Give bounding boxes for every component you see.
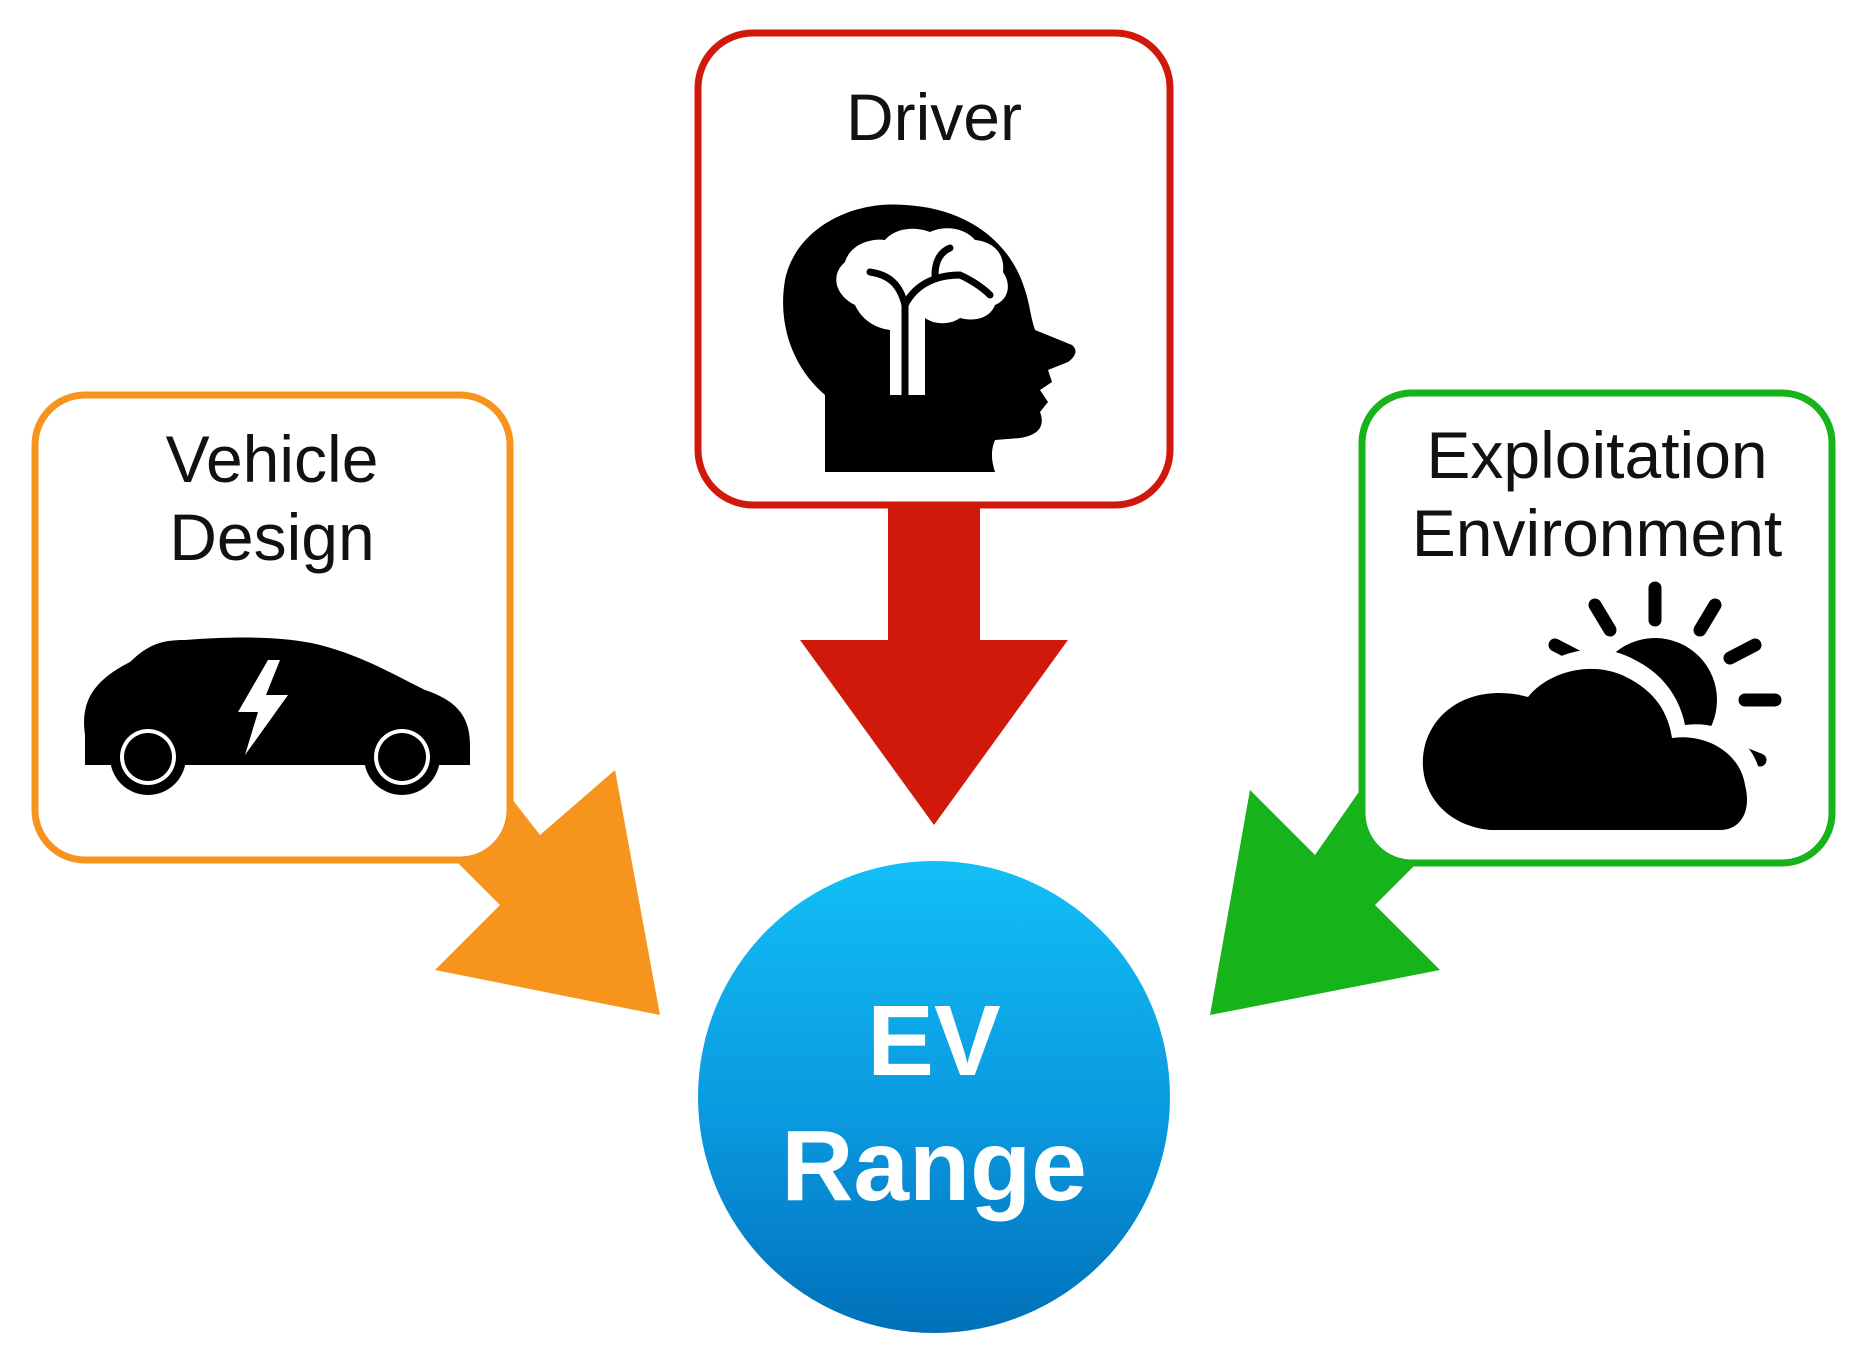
vehicle-design-label-line2: Design xyxy=(169,500,374,574)
ev-range-label-line1: EV xyxy=(867,985,1001,1097)
ev-range-node: EV Range xyxy=(698,861,1170,1333)
vehicle-design-label-line1: Vehicle xyxy=(166,422,379,496)
exploitation-environment-label-line2: Environment xyxy=(1412,496,1783,570)
driver-node: Driver xyxy=(694,29,1174,509)
sun-cloud-icon xyxy=(1415,581,1782,830)
ev-range-label-line2: Range xyxy=(781,1110,1087,1222)
brain-head-icon xyxy=(783,204,1076,472)
ev-range-circle xyxy=(698,861,1170,1333)
exploitation-environment-node: Exploitation Environment xyxy=(1358,389,1836,867)
vehicle-design-node: Vehicle Design xyxy=(31,391,514,864)
driver-arrow xyxy=(800,505,1068,825)
driver-label: Driver xyxy=(846,80,1022,154)
electric-car-icon xyxy=(84,637,470,795)
exploitation-environment-label-line1: Exploitation xyxy=(1426,418,1767,492)
